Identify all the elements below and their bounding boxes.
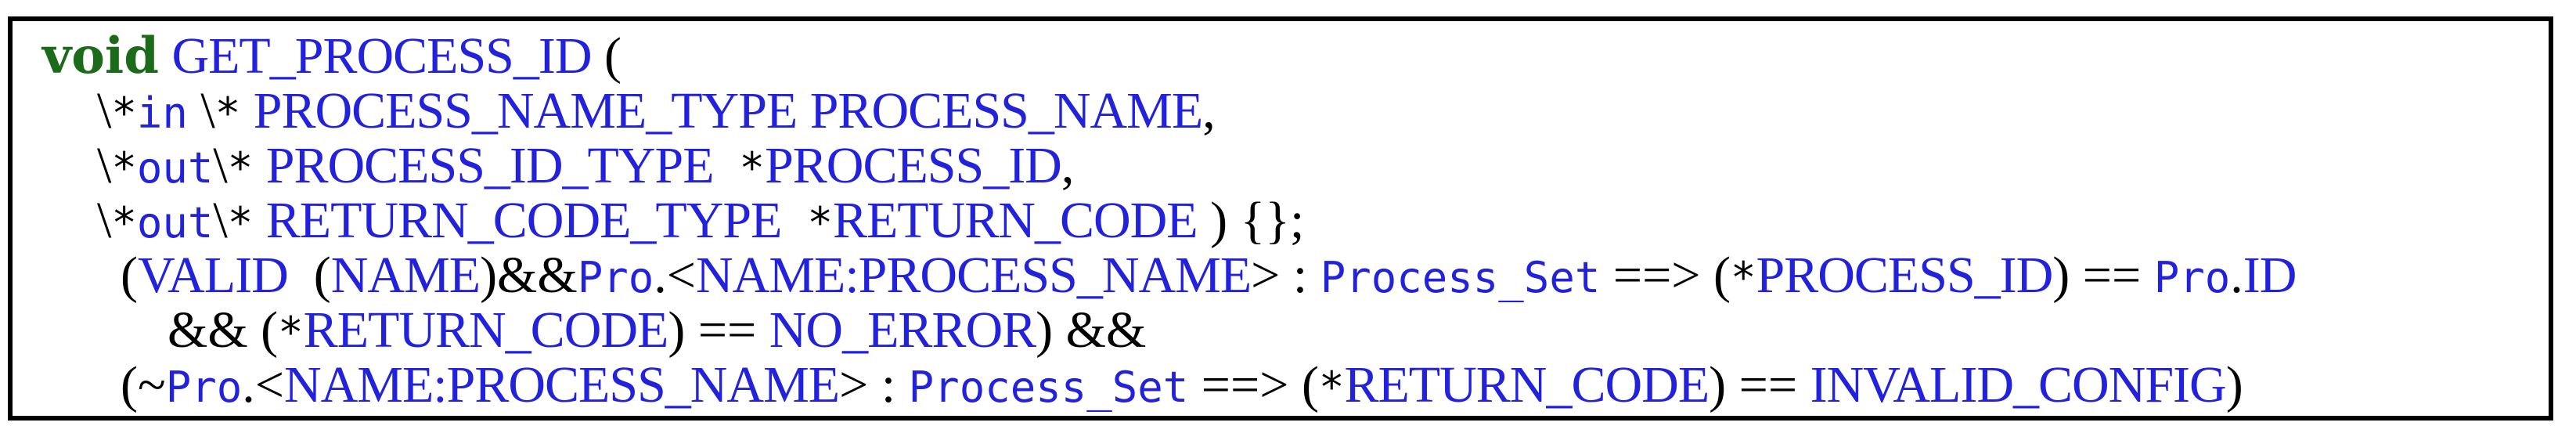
code-token: * [1318, 363, 1345, 412]
code-token: Pro [577, 253, 654, 302]
code-token [781, 192, 807, 249]
code-token: RETURN_CODE [1344, 356, 1710, 413]
code-token: RETURN_CODE [832, 192, 1198, 249]
code-token: < [666, 247, 697, 304]
code-token: NAME:PROCESS_NAME [283, 356, 840, 413]
code-token: out [136, 198, 214, 247]
code-token: * [227, 198, 254, 247]
code-token: ) == [2052, 247, 2154, 304]
code-token: , [1061, 137, 1075, 194]
code-token: ) && [1036, 301, 1147, 359]
code-token: . [242, 356, 255, 413]
code-token: * [111, 143, 137, 193]
code-token: GET_PROCESS_ID [171, 27, 592, 85]
code-token: * [739, 143, 766, 193]
code-token: ( [121, 247, 138, 304]
code-token [240, 82, 254, 139]
code-token: \ [97, 192, 112, 249]
code-token: void [42, 27, 159, 85]
code-listing: void GET_PROCESS_ID (\*in \* PROCESS_NAM… [13, 21, 2549, 413]
code-token: ( [591, 27, 621, 85]
code-token: out [136, 143, 214, 193]
code-token: \ [97, 82, 112, 139]
code-token: * [111, 88, 137, 138]
code-token: PROCESS_NAME [809, 82, 1203, 139]
code-token: PROCESS_ID [1756, 247, 2054, 304]
code-token: INVALID_CONFIG [1810, 356, 2227, 413]
code-token: RETURN_CODE [303, 301, 669, 359]
code-token: ) == [668, 301, 769, 359]
code-token: > : [839, 356, 909, 413]
code-token: * [807, 198, 833, 247]
code-token: \ [187, 82, 215, 139]
code-token: PROCESS_NAME_TYPE [253, 82, 798, 139]
code-token: Pro [165, 363, 243, 412]
code-token: ID [2243, 247, 2297, 304]
code-line: void GET_PROCESS_ID ( [42, 29, 2541, 84]
code-token: PROCESS_ID_TYPE [265, 137, 715, 194]
code-token: * [227, 143, 254, 193]
code-token: ==> ( [1188, 356, 1319, 413]
code-token: NAME [330, 247, 481, 304]
code-token: PROCESS_ID [765, 137, 1062, 194]
code-token: > : [1251, 247, 1320, 304]
code-token: (~ [121, 356, 166, 413]
code-token [253, 192, 266, 249]
code-line: (~Pro.<NAME:PROCESS_NAME> : Process_Set … [42, 358, 2541, 413]
code-token: )&& [480, 247, 578, 304]
code-token: \ [213, 192, 228, 249]
code-token: Process_Set [1320, 253, 1601, 302]
code-token: * [278, 308, 304, 357]
code-line: && (*RETURN_CODE) == NO_ERROR) && [42, 303, 2541, 358]
listing-frame: void GET_PROCESS_ID (\*in \* PROCESS_NAM… [8, 16, 2553, 421]
code-token: ) == [1709, 356, 1810, 413]
code-token: RETURN_CODE_TYPE [265, 192, 783, 249]
code-line: \*in \* PROCESS_NAME_TYPE PROCESS_NAME, [42, 84, 2541, 139]
code-token: NAME:PROCESS_NAME [696, 247, 1252, 304]
code-token [253, 137, 266, 194]
code-token: ( [287, 247, 331, 304]
code-token: ==> ( [1600, 247, 1731, 304]
code-token: ) [2225, 356, 2243, 413]
code-token: < [254, 356, 284, 413]
code-token: . [654, 247, 667, 304]
code-token: , [1202, 82, 1216, 139]
code-token: ) {}; [1197, 192, 1305, 249]
code-token: * [1731, 253, 1756, 302]
code-token: VALID [137, 247, 289, 304]
code-line: \*out\* PROCESS_ID_TYPE *PROCESS_ID, [42, 139, 2541, 193]
code-token: * [111, 198, 137, 247]
code-token [159, 27, 172, 85]
code-token: Process_Set [908, 363, 1189, 412]
code-token: \ [213, 137, 228, 194]
code-token: . [2230, 247, 2243, 304]
code-token: \ [97, 137, 112, 194]
code-line: \*out\* RETURN_CODE_TYPE *RETURN_CODE ) … [42, 193, 2541, 248]
code-token [714, 137, 740, 194]
code-token: NO_ERROR [769, 301, 1036, 359]
code-token: Pro [2153, 253, 2231, 302]
code-token: * [214, 88, 241, 138]
code-token: && ( [168, 301, 279, 359]
code-token [797, 82, 810, 139]
code-line: (VALID (NAME)&&Pro.<NAME:PROCESS_NAME> :… [42, 248, 2541, 303]
code-token: in [136, 88, 188, 138]
